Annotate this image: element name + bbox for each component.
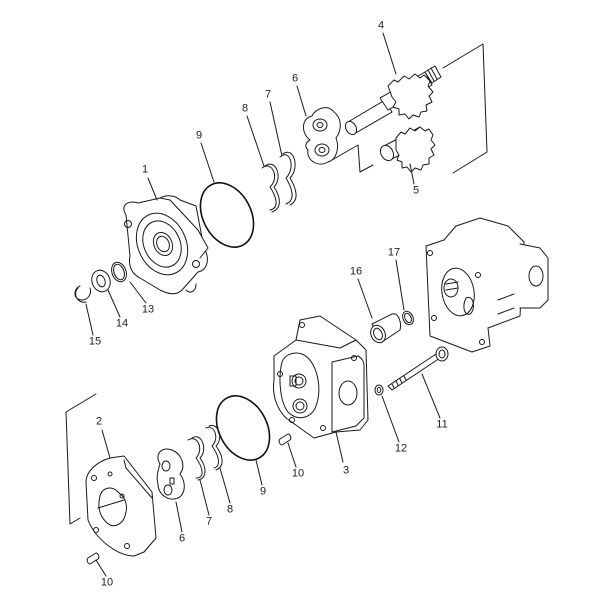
front-cover-part-1 [123,195,209,295]
callout-2: 2 [95,415,103,428]
callout-3: 3 [342,464,350,477]
ring-part-13 [111,261,127,283]
callout-8-upper: 8 [241,102,249,115]
callout-17: 17 [387,246,401,259]
driven-gear-part-5 [379,126,436,173]
dowel-pin-part-10-upper [278,433,292,446]
callout-15: 15 [88,335,102,348]
bolt-part-11 [387,346,449,391]
backup-ring-part-7-upper [279,151,297,206]
seal-part-8-lower [205,424,223,471]
o-ring-part-9-upper [199,182,255,248]
drive-gear-shaft-part-4 [344,65,442,136]
backup-ring-part-7-lower [187,436,206,481]
snap-ring-part-17 [402,310,414,326]
callout-1: 1 [141,163,149,176]
callout-11: 11 [436,418,448,431]
assembly-bracket-lower [65,393,97,525]
rear-body-part-3 [273,315,369,439]
callout-16: 16 [349,265,363,278]
gear-housing-part-2 [85,455,157,557]
washer-part-12 [374,384,384,396]
side-plate-part-6-lower [156,448,185,500]
dowel-pin-part-10-lower [86,552,100,565]
callout-6-upper: 6 [291,72,299,85]
callout-7-upper: 7 [264,88,272,101]
pump-body-assembly [425,217,549,353]
callout-13: 13 [141,303,155,316]
side-plate-part-6-upper [303,107,341,165]
callout-10-lower: 10 [100,576,114,589]
assembly-bracket-upper [331,43,488,174]
seal-part-8-upper [261,163,280,213]
callout-14: 14 [115,317,129,330]
callout-7-lower: 7 [205,515,213,528]
callout-9-lower: 9 [259,485,267,498]
callout-12: 12 [394,442,408,455]
callout-4: 4 [377,19,385,32]
callout-9-upper: 9 [195,129,203,142]
callout-8-lower: 8 [226,503,234,516]
snap-ring-part-15 [74,285,91,303]
o-ring-part-9-lower [215,395,271,461]
leader-lines [85,32,441,577]
callout-10-upper: 10 [291,467,305,480]
oil-seal-part-14 [91,269,111,293]
coupling-part-16 [370,313,401,344]
callout-5: 5 [412,184,420,197]
callout-6-lower: 6 [178,532,186,545]
